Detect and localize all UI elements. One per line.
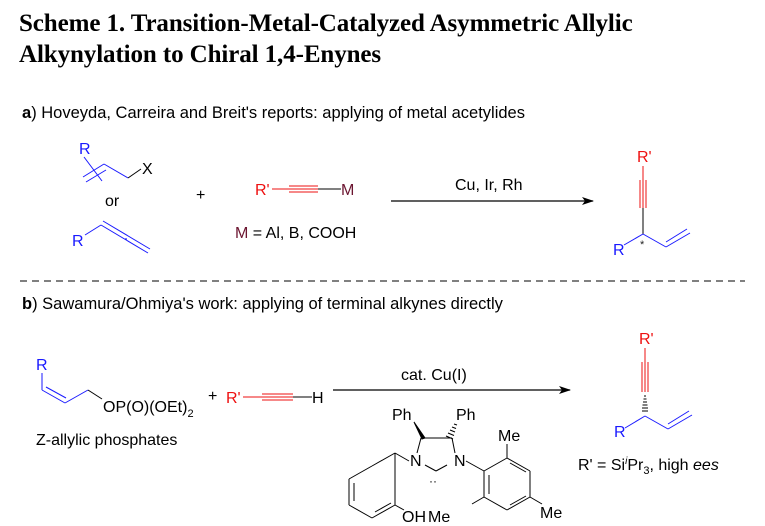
allene-bond-2a (100, 224, 149, 254)
z-allylic-phosphate: R OP(O)(OEt)2 Z-allylic phosphates (36, 357, 194, 449)
stereocenter-mark: * (640, 239, 645, 251)
panel-a: a) Hoveyda, Carreira and Breit's reports… (22, 104, 691, 259)
product-b-vinyl-double-1 (667, 414, 693, 430)
alkyne-h: H (312, 390, 324, 407)
product-b-vinyl-double-2 (667, 410, 690, 425)
ring-bond-c-n1 (416, 437, 422, 454)
ring-bond-c-n2 (451, 437, 456, 454)
ligand-ph-left: Ph (392, 407, 412, 424)
product-b: R' R (614, 331, 693, 441)
plus-sign: + (196, 187, 205, 204)
metal-m: M (341, 182, 354, 199)
allene-r-label: R (72, 233, 84, 250)
crossed-bond (83, 156, 103, 182)
ligand-me-bottom-left: Me (428, 509, 450, 526)
allyl-bond (103, 163, 129, 179)
wedge-bond (413, 421, 426, 440)
z-double-bond-1 (41, 389, 66, 404)
phenol-oh-bond (394, 504, 405, 511)
z-double-bond-2 (45, 386, 67, 399)
scheme-title-line-1: Scheme 1. Transition-Metal-Catalyzed Asy… (19, 10, 633, 37)
plus-sign-b: + (208, 388, 217, 405)
ligand-oh: OH (402, 509, 426, 526)
or-label: or (105, 193, 120, 210)
mesityl-ring (465, 444, 543, 511)
ring-bond-n1-c (424, 464, 437, 472)
product-a: R' R * (613, 149, 691, 259)
scheme-title: Scheme 1. Transition-Metal-Catalyzed Asy… (19, 8, 633, 70)
hashed-bond (445, 423, 458, 440)
allyl-ch2-bond (64, 389, 89, 404)
product-b-rprime: R' (639, 331, 654, 348)
reagent-rprime: R' (255, 182, 270, 199)
phosphate-group: OP(O)(OEt)2 (103, 399, 194, 420)
conditions-a: Cu, Ir, Rh (455, 177, 523, 194)
phosphate-r-label: R (36, 357, 48, 374)
double-bond-line-2 (85, 169, 107, 183)
metal-acetylide: R' M (255, 182, 354, 199)
ring-bond-n2-c (435, 464, 448, 472)
allylic-substrate: R X (79, 141, 153, 183)
ligand-n2: N (454, 453, 466, 470)
metal-definition: M = Al, B, COOH (235, 225, 356, 242)
carbene-lone-pair: ·· (429, 474, 437, 488)
ligand-n1: N (410, 453, 422, 470)
c-x-bond (127, 168, 142, 179)
nhc-ligand: Ph Ph N N ·· (348, 407, 562, 526)
product-b-note: R' = SiiPr3, high ees (578, 456, 719, 477)
product-b-hashed-bond (642, 395, 648, 412)
product-a-vinyl-bond (642, 233, 667, 248)
product-a-rprime: R' (637, 149, 652, 166)
ligand-me-bottom-right: Me (540, 505, 562, 522)
double-bond-line-1 (82, 163, 105, 178)
alkyne-rprime: R' (226, 390, 241, 407)
product-a-r-bond-lower (623, 233, 644, 246)
product-b-vinyl-bond (644, 415, 669, 430)
terminal-alkyne: R' H (226, 390, 324, 407)
product-a-r: R (613, 242, 625, 259)
product-a-vinyl-double-2 (665, 228, 688, 243)
product-b-r-bond-lower (624, 415, 646, 429)
ligand-ph-right: Ph (456, 407, 476, 424)
leaving-group-x: X (142, 161, 153, 178)
phenol-ring (348, 452, 410, 519)
product-a-vinyl-double-1 (665, 232, 691, 248)
panel-b-heading: b) Sawamura/Ohmiya's work: applying of t… (22, 295, 504, 313)
c-o-bond (87, 389, 103, 400)
allene-bond-2b (102, 220, 151, 250)
conditions-b: cat. Cu(I) (401, 367, 467, 384)
allene-bond-1 (84, 224, 102, 236)
substrate-r-label: R (79, 141, 91, 158)
allene-center-dot (125, 238, 127, 240)
allene-substrate: R (72, 220, 151, 254)
ligand-me-top: Me (498, 428, 520, 445)
phenol-inner-2 (374, 502, 392, 513)
substrate-caption: Z-allylic phosphates (36, 432, 177, 449)
scheme-title-line-2: Alkynylation to Chiral 1,4-Enynes (19, 41, 382, 68)
product-b-r: R (614, 424, 626, 441)
panel-a-heading: a) Hoveyda, Carreira and Breit's reports… (22, 104, 525, 122)
panel-b: b) Sawamura/Ohmiya's work: applying of t… (22, 295, 719, 526)
